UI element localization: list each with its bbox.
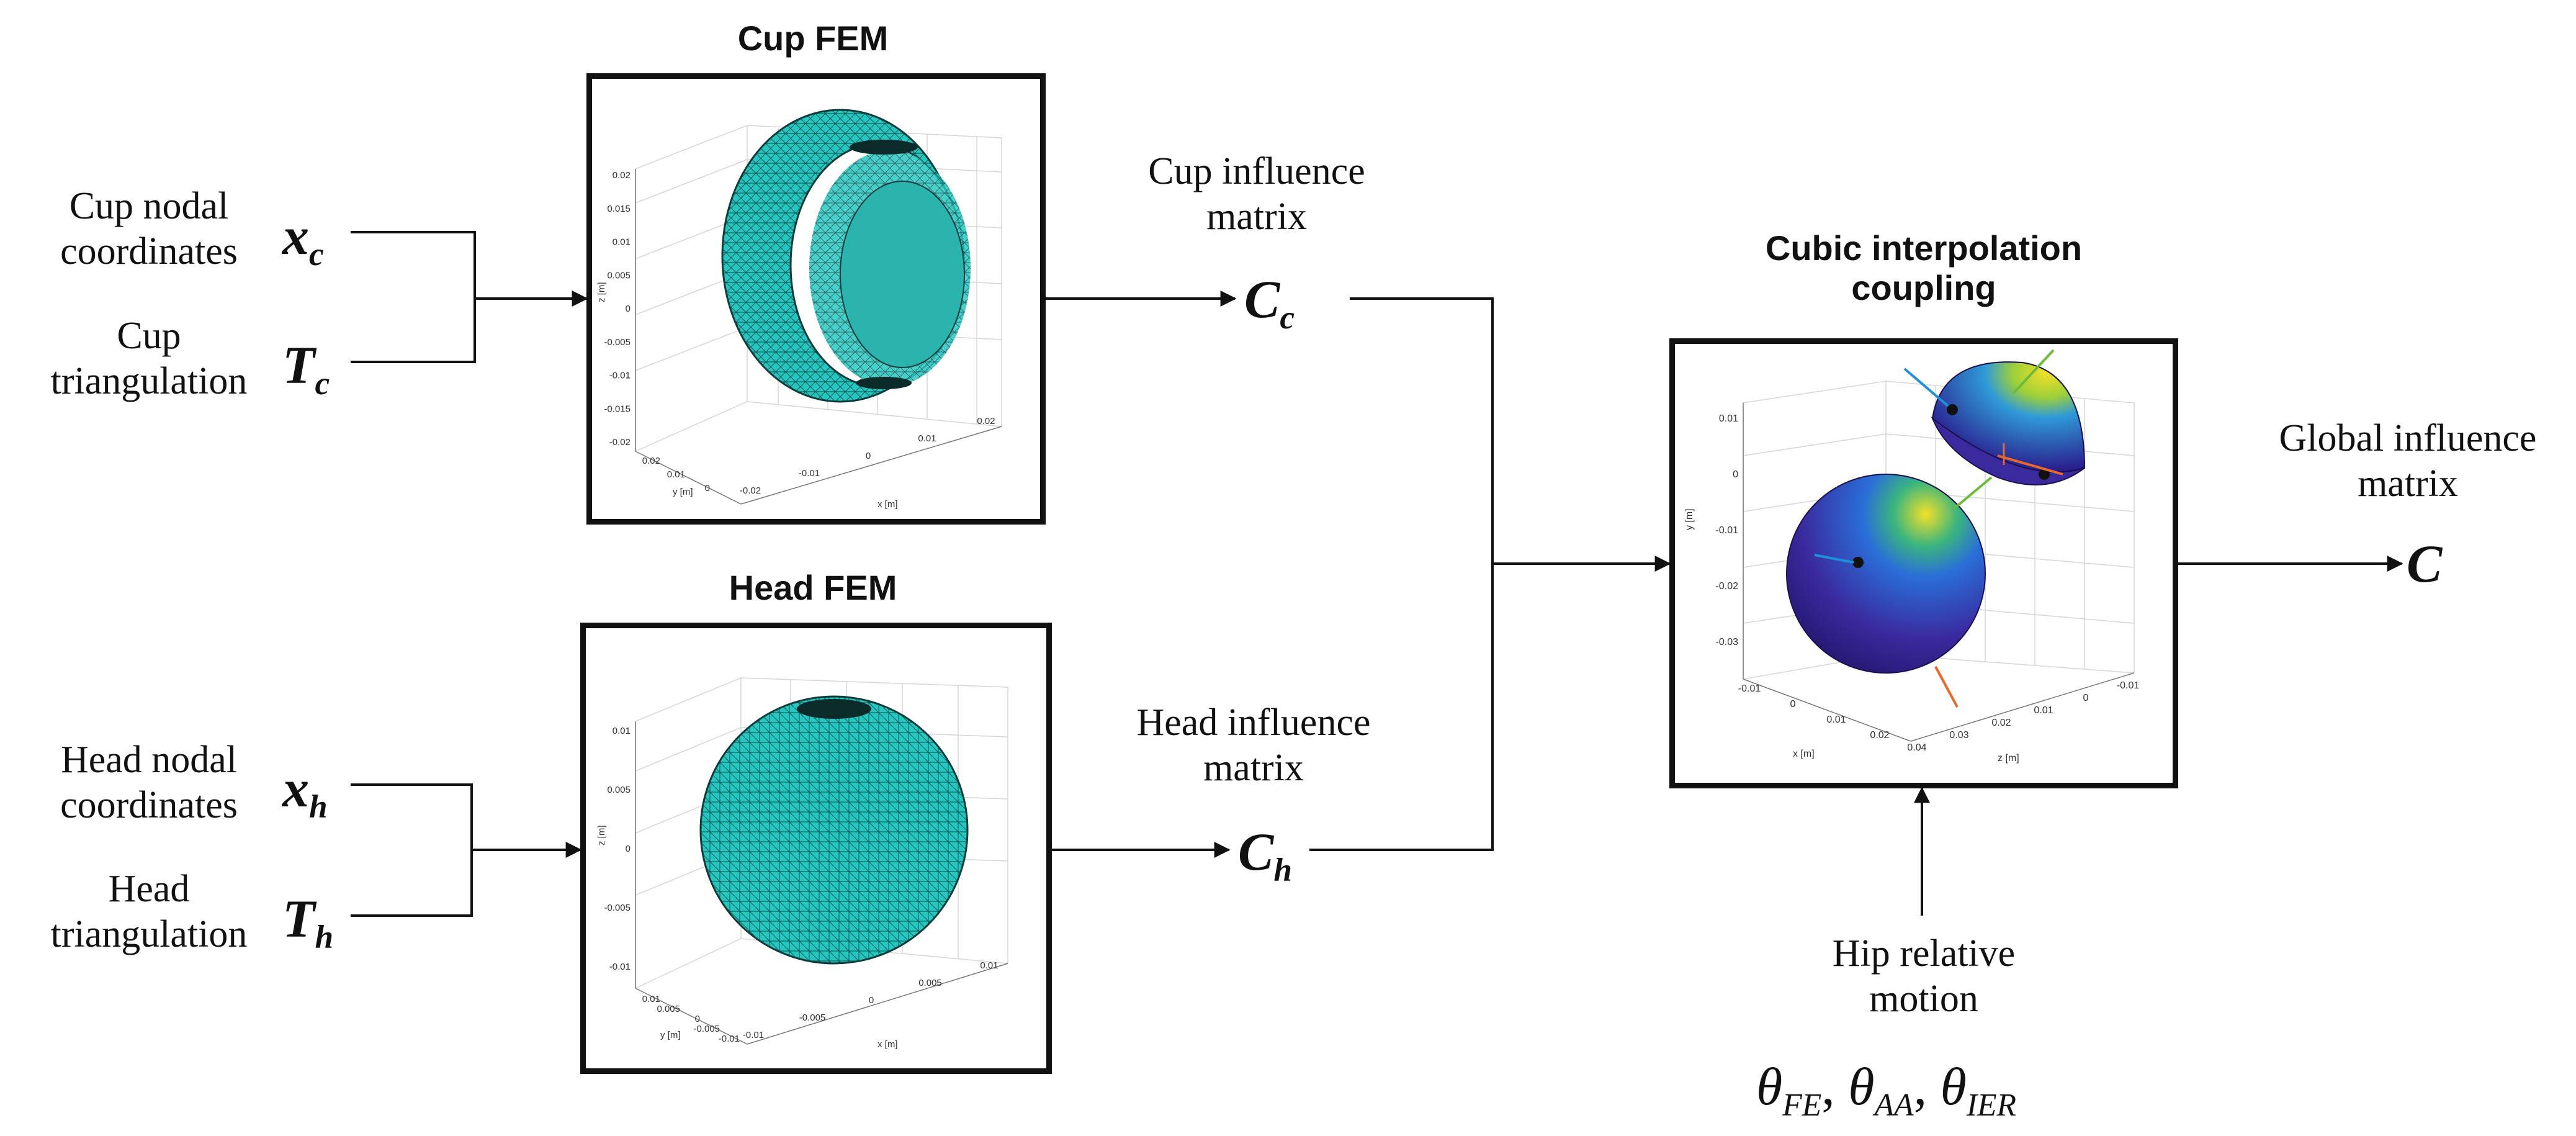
- head-nodal-symbol: xh: [282, 759, 328, 826]
- global-influence-matrix-label: Global influence matrix: [2279, 417, 2537, 505]
- coupling-z-tick: -0.01: [2117, 680, 2140, 691]
- cup-y-axis-label: y [m]: [673, 487, 693, 497]
- coupling-z-tick: 0.01: [2034, 705, 2053, 716]
- head-z-axis-label: z [m]: [596, 826, 607, 846]
- head-x-tick: 0: [869, 995, 874, 1006]
- head-y-tick: 0.005: [657, 1004, 680, 1014]
- cup-to-coupling-line: [1350, 297, 1494, 564]
- coupling-x-tick: 0.01: [1826, 715, 1846, 725]
- cup-y-tick: 0: [705, 483, 710, 494]
- coupling-x-tick: 0.02: [1870, 730, 1889, 741]
- cup-x-axis-label: x [m]: [877, 499, 898, 510]
- cup-z-tick: 0.01: [613, 237, 631, 248]
- head-triangulation-label: Head triangulation: [50, 868, 248, 956]
- cup-z-tick: -0.005: [604, 337, 631, 348]
- head-z-tick: -0.005: [604, 903, 631, 913]
- head-y-tick: 0.01: [642, 994, 660, 1004]
- coupling-z-axis-label: z [m]: [1998, 753, 2019, 764]
- cup-x-tick: 0: [866, 451, 871, 461]
- head-y-axis-label: y [m]: [660, 1030, 681, 1040]
- coupling-y-axis-label: y [m]: [1684, 508, 1695, 530]
- cup-z-tick: 0.005: [607, 270, 631, 281]
- cup-y-tick: 0.02: [642, 456, 660, 466]
- cup-nodal-symbol: xc: [282, 206, 324, 273]
- cup-fem-box: 0.02 0.015 0.01 0.005 0 -0.005 -0.01 -0.015 -0.0…: [586, 73, 1046, 525]
- cup-z-tick: -0.015: [604, 403, 631, 414]
- coupling-x-tick: -0.01: [1738, 683, 1761, 694]
- head-z-tick: -0.01: [609, 962, 631, 972]
- cup-influence-matrix-label: Cup influence matrix: [1148, 150, 1365, 238]
- cup-fem-title: Cup FEM: [737, 19, 889, 58]
- cup-influence-symbol: Cc: [1244, 269, 1295, 336]
- head-y-tick: -0.005: [693, 1024, 720, 1034]
- cup-y-tick: 0.01: [667, 469, 685, 480]
- coupling-y-tick: -0.03: [1716, 637, 1739, 647]
- head-x-axis-label: x [m]: [877, 1039, 898, 1050]
- head-x-tick: 0.005: [918, 978, 942, 988]
- cup-z-tick: -0.02: [609, 437, 631, 448]
- coupling-z-tick: 0.02: [1991, 718, 2011, 728]
- head-y-tick: -0.01: [719, 1034, 740, 1044]
- head-to-coupling-line: [1309, 564, 1494, 851]
- head-triangulation-symbol: Th: [282, 889, 334, 956]
- head-z-tick: 0.005: [607, 785, 631, 795]
- cup-x-tick: 0.02: [977, 416, 995, 426]
- cup-x-tick: 0.01: [918, 433, 936, 444]
- cup-z-tick: 0.015: [607, 204, 631, 214]
- head-input-connector: [351, 783, 473, 917]
- head-fem-title: Head FEM: [729, 568, 897, 607]
- cup-triangulation-label: Cup triangulation: [50, 315, 248, 403]
- coupling-x-axis-label: x [m]: [1793, 749, 1815, 759]
- hip-relative-motion-label: Hip relative motion: [1832, 932, 2016, 1021]
- coupling-plot: 0.01 0 -0.01 -0.02 -0.03 -0.01 0 0.01 0.02 0.04…: [1684, 349, 2140, 764]
- cup-fem-plot: 0.02 0.015 0.01 0.005 0 -0.005 -0.01 -0.015 -0.0…: [596, 109, 1002, 510]
- global-influence-symbol: C: [2407, 534, 2443, 593]
- cup-input-connector: [351, 231, 476, 363]
- cup-nodal-coordinates-label: Cup nodal coordinates: [60, 185, 238, 273]
- head-influence-matrix-label: Head influence matrix: [1136, 701, 1371, 790]
- coupling-y-tick: -0.01: [1716, 525, 1739, 536]
- head-z-tick: 0.01: [613, 726, 631, 736]
- cup-z-axis-label: z [m]: [596, 282, 607, 303]
- head-x-tick: 0.01: [980, 960, 998, 971]
- angle-ier: θIER: [1940, 1057, 2017, 1124]
- cup-z-tick: 0.02: [613, 170, 631, 181]
- coupling-x-tick: 0: [1790, 699, 1796, 710]
- coupling-box: 0.01 0 -0.01 -0.02 -0.03 -0.01 0 0.01 0.02 0.04…: [1669, 338, 2178, 788]
- cup-z-tick: -0.01: [609, 371, 631, 381]
- coupling-y-tick: 0: [1733, 469, 1738, 480]
- head-x-tick: -0.005: [799, 1012, 826, 1023]
- coupling-z-tick: 0: [2083, 693, 2089, 703]
- coupling-z-tick: 0.04: [1907, 742, 1926, 753]
- cup-x-tick: -0.01: [799, 468, 820, 479]
- cup-triangulation-symbol: Tc: [282, 335, 330, 402]
- head-influence-symbol: Ch: [1238, 822, 1293, 889]
- head-z-tick: 0: [626, 844, 631, 854]
- hip-motion-angles: θFE, θAA, θIER: [1756, 1057, 2017, 1124]
- coupling-y-tick: -0.02: [1716, 581, 1739, 592]
- cup-x-tick: -0.02: [740, 485, 761, 496]
- cup-z-tick: 0: [626, 304, 631, 314]
- coupling-z-tick: 0.03: [1949, 730, 1968, 741]
- coupling-title: Cubic interpolation coupling: [1765, 228, 2083, 308]
- head-nodal-coordinates-label: Head nodal coordinates: [60, 739, 238, 827]
- head-y-tick: 0: [695, 1014, 700, 1024]
- head-x-tick: -0.01: [743, 1030, 764, 1040]
- coupling-y-tick: 0.01: [1719, 413, 1738, 424]
- angle-fe: θFE: [1756, 1057, 1822, 1124]
- angle-aa: θAA: [1848, 1057, 1914, 1124]
